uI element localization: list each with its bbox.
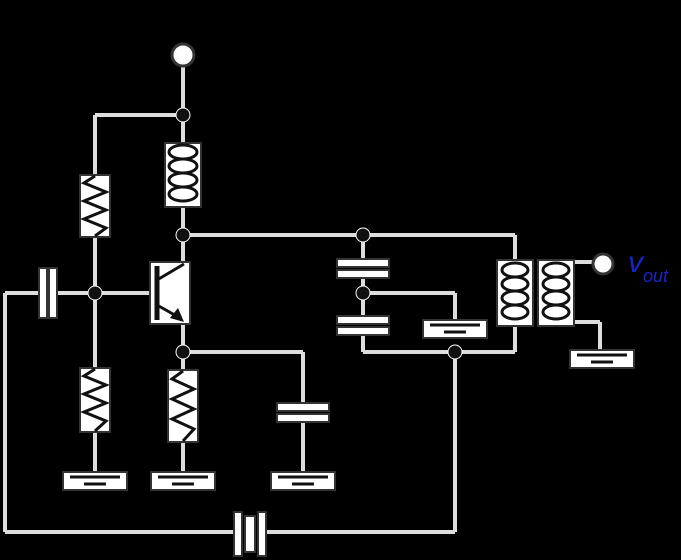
ground-re bbox=[150, 471, 216, 491]
vcc-label: V bbox=[155, 2, 178, 35]
c1-capacitor bbox=[336, 258, 390, 279]
c2-label-sub: 2 bbox=[319, 324, 330, 344]
crystal-y1 bbox=[233, 511, 267, 557]
ground-ce bbox=[270, 471, 336, 491]
vcc-label-sub: CC bbox=[176, 22, 203, 42]
coupling-capacitor bbox=[38, 267, 58, 319]
rfc-inductor bbox=[164, 142, 202, 208]
output-transformer bbox=[496, 259, 575, 327]
c2-label: C bbox=[300, 304, 322, 337]
vout-label: v bbox=[628, 246, 645, 279]
ground-r2 bbox=[62, 471, 128, 491]
y1-label: Y bbox=[236, 464, 258, 497]
r2-label-sub: 2 bbox=[142, 402, 153, 422]
re-label: R bbox=[213, 394, 235, 427]
ground-tank bbox=[422, 319, 488, 339]
c2-capacitor bbox=[336, 315, 390, 336]
r2-label: R bbox=[122, 382, 144, 415]
r1-resistor bbox=[79, 174, 111, 238]
c1-label-sub: 1 bbox=[320, 266, 330, 286]
y1-label-sub: 1 bbox=[255, 484, 265, 504]
rfc-label: RFC bbox=[212, 158, 274, 191]
vout-terminal bbox=[591, 252, 615, 276]
r1-label: R bbox=[122, 188, 144, 221]
re-resistor bbox=[167, 369, 199, 443]
vcc-terminal bbox=[170, 42, 196, 68]
re-label-sub: E bbox=[234, 416, 247, 436]
ground-output bbox=[569, 349, 635, 369]
c1-label: C bbox=[300, 246, 322, 279]
labels: V CC RFC R 1 R 2 R E C 1 C 2 Y 1 v out bbox=[122, 2, 669, 504]
r1-label-sub: 1 bbox=[143, 208, 153, 228]
junction-nodes bbox=[87, 107, 463, 360]
ground-symbols bbox=[62, 319, 635, 491]
bypass-capacitor bbox=[276, 402, 330, 423]
vout-label-sub: out bbox=[643, 266, 669, 286]
r2-resistor bbox=[79, 367, 111, 433]
npn-transistor bbox=[149, 261, 191, 325]
